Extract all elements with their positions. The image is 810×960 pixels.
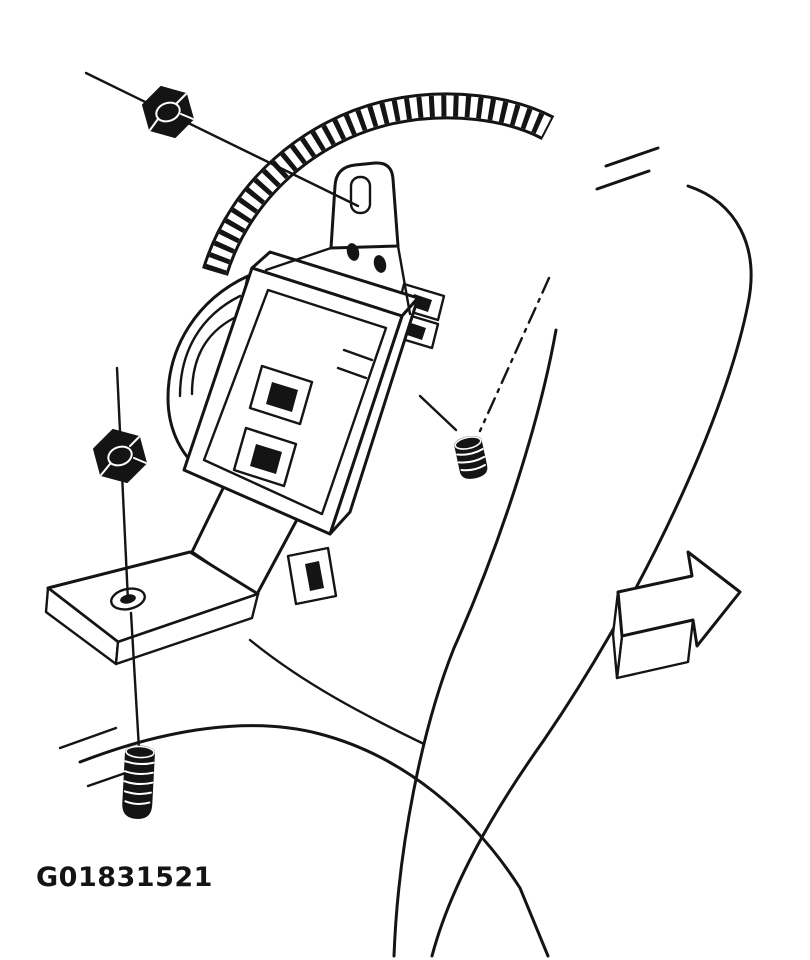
threaded-stud-right	[454, 435, 488, 479]
top-tab-slot	[349, 175, 372, 215]
stud-line-upper-segment	[115, 366, 130, 603]
vehicle-body-panel	[392, 146, 753, 958]
leader-line-right-stud	[478, 276, 551, 433]
leader-line-module-to-stud	[418, 394, 458, 432]
figure-id-label: G01831521	[36, 862, 213, 893]
forward-direction-arrow	[611, 550, 742, 680]
corrugated-wire-loom	[202, 92, 555, 277]
stud-line-lower-segment	[129, 611, 141, 751]
foot-plate-hole-center	[120, 594, 136, 604]
wheel-arch	[58, 638, 550, 958]
control-module	[182, 250, 420, 536]
hex-nut-lower	[93, 429, 147, 483]
hex-nut-upper	[142, 86, 194, 138]
leader-line-upper-nut	[84, 71, 360, 208]
threaded-stud-lower	[122, 745, 155, 819]
